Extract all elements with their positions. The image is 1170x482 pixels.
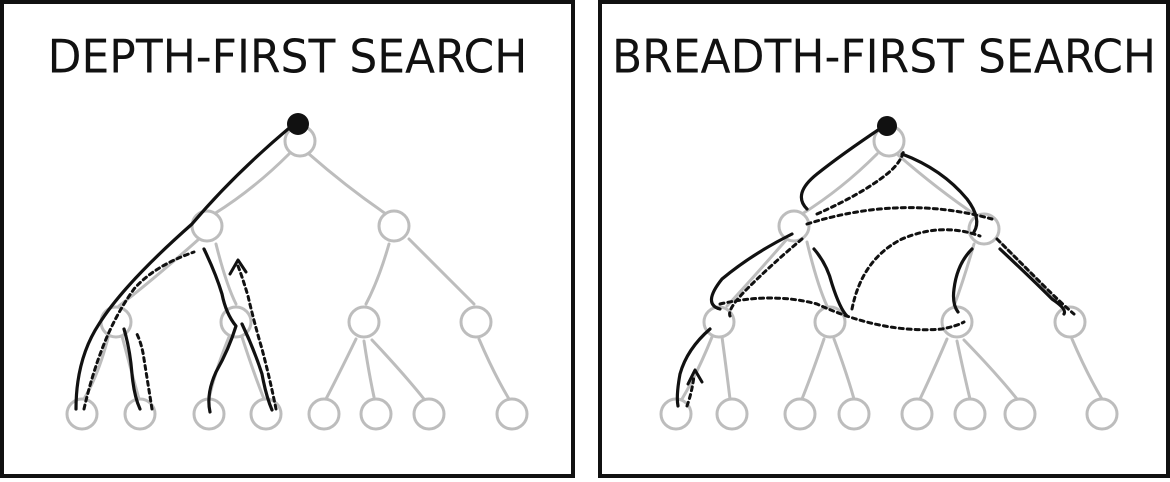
dfs-return-segment (236, 264, 278, 411)
dfs-edge (212, 152, 291, 216)
bfs-edge (805, 240, 829, 308)
dfs-edge (307, 152, 391, 218)
bfs-edge (832, 337, 856, 401)
dfs-edge (324, 337, 358, 401)
bfs-dotted-segment (850, 228, 982, 311)
dfs-leaf-node (123, 397, 157, 431)
bfs-dotted-segment (685, 374, 696, 408)
bfs-node (940, 305, 974, 339)
dfs-return-segment (82, 250, 196, 411)
dfs-node (347, 305, 381, 339)
dfs-arrowhead-icon (228, 258, 248, 276)
dfs-tree-nodes (65, 124, 529, 431)
bfs-edge (995, 237, 1064, 308)
dfs-tree-edges (82, 152, 511, 401)
dfs-leaf-node (249, 397, 283, 431)
bfs-edge (680, 335, 714, 401)
bfs-node (1053, 305, 1087, 339)
bfs-path-segment (900, 152, 979, 234)
bfs-panel: BREADTH-FIRST SEARCH (598, 0, 1170, 478)
dfs-edge (117, 237, 201, 308)
bfs-tree-nodes (659, 124, 1119, 431)
dfs-edge (362, 339, 376, 399)
bfs-dotted-segment (718, 296, 966, 332)
bfs-path-segment (812, 247, 849, 318)
dfs-leaf-node (307, 397, 341, 431)
bfs-node (777, 209, 811, 243)
bfs-traversal-dotted (685, 147, 1076, 408)
dfs-node (459, 305, 493, 339)
bfs-leaf-node (900, 397, 934, 431)
bfs-path-segment (998, 247, 1067, 316)
bfs-dotted-segment (815, 147, 906, 216)
dfs-edge (407, 237, 476, 306)
dfs-edge (82, 332, 111, 401)
dfs-leaf-node (412, 397, 446, 431)
dfs-path-segment (74, 122, 296, 411)
dfs-edge (370, 338, 426, 401)
dfs-path-segment (122, 327, 142, 411)
bfs-path-segment (951, 247, 974, 314)
dfs-leaf-node (495, 397, 529, 431)
bfs-leaf-node (1003, 397, 1037, 431)
dfs-node (190, 209, 224, 243)
dfs-traversal-solid (74, 122, 296, 414)
dfs-path-segment (240, 322, 274, 412)
bfs-dotted-segment (805, 206, 994, 226)
bfs-leaf-node (783, 397, 817, 431)
dfs-edge (214, 242, 238, 306)
bfs-edge (720, 335, 732, 401)
bfs-edge (1070, 337, 1104, 401)
bfs-tree-diagram (659, 116, 1119, 431)
bfs-path-segment (799, 124, 886, 211)
dfs-edge (477, 337, 511, 401)
bfs-arrowhead-icon (686, 368, 704, 386)
dfs-start-dot (287, 113, 309, 135)
dfs-traversal-dotted (82, 250, 278, 411)
bfs-edge (800, 152, 879, 216)
bfs-path-segment (709, 232, 794, 311)
dfs-path-segment (202, 247, 238, 414)
dfs-tree-diagram (65, 113, 529, 431)
bfs-path-segment (675, 327, 712, 408)
bfs-edge (725, 237, 789, 308)
bfs-dotted-segment (995, 237, 1076, 316)
bfs-edge (962, 338, 1019, 401)
bfs-leaf-node (1085, 397, 1119, 431)
bfs-edge (918, 337, 949, 401)
dfs-leaf-node (65, 397, 99, 431)
dfs-edge (240, 335, 266, 401)
bfs-node (967, 212, 1001, 246)
dfs-node (377, 209, 411, 243)
bfs-edge (895, 152, 979, 218)
bfs-traversal-solid (675, 124, 1067, 408)
bfs-leaf-node (837, 397, 871, 431)
bfs-tree-edges (680, 152, 1104, 401)
bfs-start-dot (877, 116, 897, 136)
bfs-node (813, 305, 847, 339)
bfs-edge (800, 337, 826, 401)
bfs-leaf-node (953, 397, 987, 431)
dfs-panel: DEPTH-FIRST SEARCH (0, 0, 575, 478)
bfs-leaf-node (715, 397, 749, 431)
bfs-edge (955, 339, 972, 401)
bfs-title: BREADTH-FIRST SEARCH (611, 30, 1157, 85)
dfs-edge (364, 242, 391, 306)
dfs-title: DEPTH-FIRST SEARCH (47, 30, 528, 85)
dfs-leaf-node (359, 397, 393, 431)
bfs-dotted-segment (728, 237, 804, 318)
dfs-return-segment (134, 330, 154, 411)
